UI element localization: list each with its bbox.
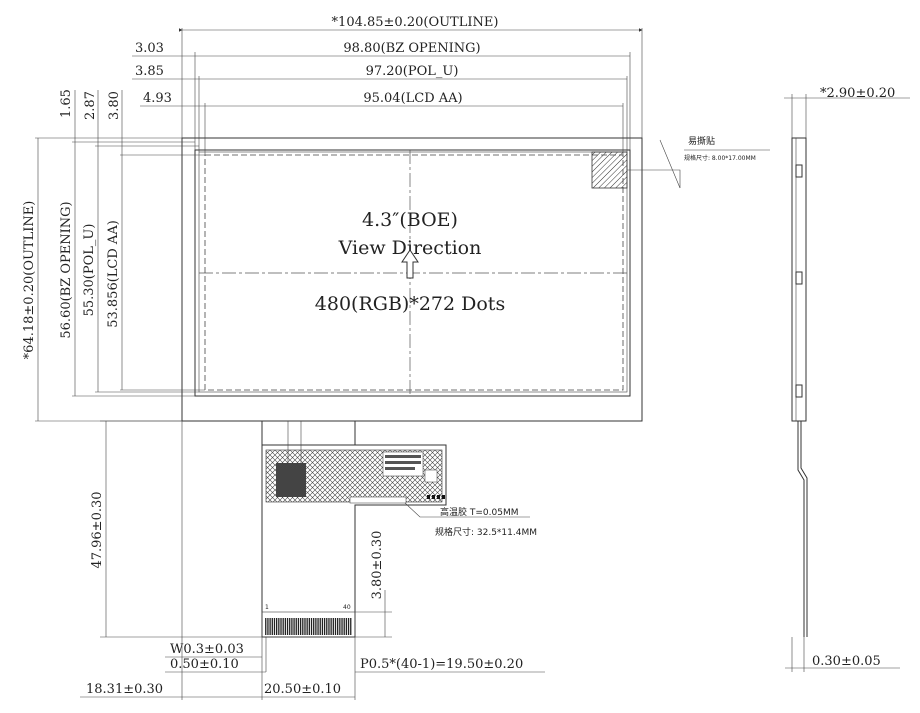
contact-pin (319, 618, 321, 635)
top-dimension-lines (132, 28, 643, 155)
contact-pin (302, 618, 304, 635)
contact-pin (317, 618, 319, 635)
contact-pin (330, 618, 332, 635)
contact-pin (343, 618, 345, 635)
contact-pin (280, 618, 282, 635)
contact-pin (276, 618, 278, 635)
pin-offset-dim: 0.50±0.10 (170, 657, 239, 672)
fpc-contact-pins (265, 618, 352, 635)
contact-pin (326, 618, 328, 635)
fpc-width-dim: 20.50±0.10 (264, 682, 341, 697)
contact-pin (345, 618, 348, 635)
fpc-offset-x-dim: 18.31±0.30 (86, 682, 163, 697)
contact-pin (321, 618, 324, 635)
module-outline (181, 137, 643, 422)
lcd-aa-width-dim: 95.04(LCD AA) (363, 91, 462, 106)
side-view (784, 94, 910, 672)
contact-pin (293, 618, 295, 635)
contact-pin (334, 618, 337, 635)
tape-spec: 规格尺寸: 32.5*11.4MM (435, 526, 537, 538)
contact-pin (332, 618, 334, 635)
view-direction-arrow-icon (401, 249, 419, 279)
pitch-dim: P0.5*(40-1)=19.50±0.20 (360, 657, 523, 672)
contact-pin (291, 618, 293, 635)
contact-pin (295, 618, 297, 635)
contact-pin (350, 618, 352, 635)
offset-pol-y-dim: 2.87 (83, 91, 98, 120)
outline-height-dim: *64.18±0.20(OUTLINE) (22, 201, 37, 360)
contact-pin (297, 618, 300, 635)
contact-pin (269, 618, 271, 635)
contact-pin (282, 618, 284, 635)
fpc-length-dim: 47.96±0.30 (90, 491, 105, 568)
fpc-bottom-label (349, 496, 407, 504)
offset-aa-y-dim: 3.80 (107, 91, 122, 120)
contact-pin (286, 618, 289, 635)
pol-height-dim: 55.30(POL_U) (82, 224, 97, 317)
pol-width-dim: 97.20(POL_U) (366, 64, 459, 79)
contact-pin (267, 618, 269, 635)
offset-pol-x-dim: 3.85 (135, 64, 164, 79)
lcd-aa-height-dim: 53.856(LCD AA) (106, 220, 121, 328)
tear-tape-spec: 规格尺寸: 8.00*17.00MM (684, 154, 756, 162)
bz-opening-height-dim: 56.60(BZ OPENING) (59, 201, 74, 338)
tape-title: 高温胶 T=0.05MM (440, 506, 518, 518)
contact-pin (323, 618, 326, 635)
offset-aa-x-dim: 4.93 (143, 91, 172, 106)
contact-pin (308, 618, 310, 635)
thickness-dim: *2.90±0.20 (820, 86, 895, 101)
contact-pin (328, 618, 330, 635)
fpc-stiffener (261, 611, 356, 638)
contact-pin (347, 618, 350, 635)
contact-pin (265, 618, 267, 635)
pin-width-dim: W0.3±0.03 (170, 642, 244, 657)
bz-opening-width-dim: 98.80(BZ OPENING) (343, 41, 480, 56)
contact-pin (289, 618, 291, 635)
contact-pin (273, 618, 276, 635)
contact-pin (278, 618, 280, 635)
contact-pin (306, 618, 308, 635)
contact-pin (339, 618, 341, 635)
fpc-thickness-dim: 0.30±0.05 (812, 654, 881, 669)
offset-bz-y-dim: 1.65 (59, 89, 74, 118)
stiffener-length-dim: 3.80±0.30 (370, 531, 385, 600)
fpc-component-area (276, 463, 306, 497)
contact-pin (341, 618, 343, 635)
panel-size-label: 4.3″(BOE) (362, 209, 458, 231)
contact-pin (337, 618, 339, 635)
contact-pin (284, 618, 287, 635)
offset-bz-x-dim: 3.03 (135, 41, 164, 56)
contact-pin (310, 618, 313, 635)
tear-tape-title: 易撕贴 (688, 135, 715, 147)
contact-pin (299, 618, 302, 635)
fpc-dimension-lines (80, 420, 545, 700)
outline-width-dim: *104.85±0.20(OUTLINE) (332, 15, 499, 30)
tear-tape-area (591, 151, 628, 189)
contact-pin (313, 618, 315, 635)
resolution-label: 480(RGB)*272 Dots (315, 293, 505, 315)
contact-pin (271, 618, 273, 635)
pin-first-label: 1 (265, 604, 269, 611)
pin-last-label: 40 (343, 604, 351, 611)
contact-pin (315, 618, 317, 635)
contact-pin (304, 618, 306, 635)
view-direction-label: View Direction (338, 237, 482, 259)
